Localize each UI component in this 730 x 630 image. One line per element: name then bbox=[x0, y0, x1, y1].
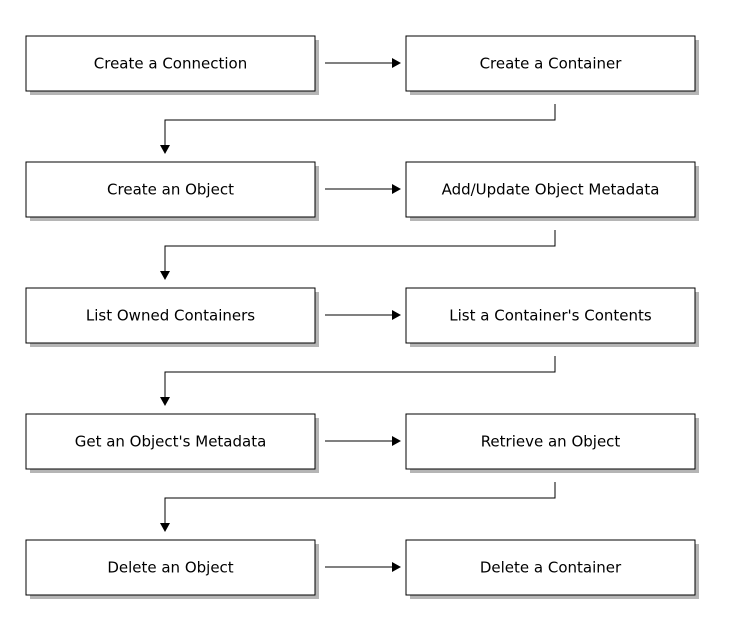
arrowhead bbox=[160, 145, 170, 154]
flow-edge bbox=[160, 356, 556, 406]
arrowhead bbox=[392, 436, 401, 446]
flow-edge bbox=[325, 562, 401, 572]
arrowhead bbox=[392, 310, 401, 320]
node-label: List Owned Containers bbox=[86, 307, 255, 325]
arrowhead bbox=[392, 562, 401, 572]
flow-edge bbox=[160, 104, 556, 154]
node-label: Retrieve an Object bbox=[481, 433, 621, 451]
flow-node-retrieve-an-object: Retrieve an Object bbox=[405, 413, 699, 473]
flow-edge bbox=[325, 58, 401, 68]
edge-line bbox=[164, 356, 556, 397]
node-box bbox=[25, 161, 316, 218]
edge-line bbox=[164, 482, 556, 523]
node-box bbox=[25, 287, 316, 344]
node-box bbox=[25, 539, 316, 596]
arrowhead bbox=[160, 397, 170, 406]
node-box bbox=[405, 161, 696, 218]
flow-node-delete-an-object: Delete an Object bbox=[25, 539, 319, 599]
flow-node-create-an-object: Create an Object bbox=[25, 161, 319, 221]
arrowhead bbox=[392, 184, 401, 194]
edge-line bbox=[164, 230, 556, 271]
node-label: List a Container's Contents bbox=[449, 307, 652, 325]
node-box bbox=[25, 413, 316, 470]
flow-node-create-a-container: Create a Container bbox=[405, 35, 699, 95]
node-label: Delete a Container bbox=[480, 559, 622, 577]
flow-node-delete-a-container: Delete a Container bbox=[405, 539, 699, 599]
node-label: Add/Update Object Metadata bbox=[442, 181, 660, 199]
flow-edge bbox=[325, 436, 401, 446]
arrowhead bbox=[160, 523, 170, 532]
node-label: Get an Object's Metadata bbox=[75, 433, 267, 451]
node-box bbox=[405, 35, 696, 92]
flow-node-create-a-connection: Create a Connection bbox=[25, 35, 319, 95]
node-box bbox=[405, 413, 696, 470]
arrowhead bbox=[160, 271, 170, 280]
flow-node-list-owned-containers: List Owned Containers bbox=[25, 287, 319, 347]
arrowhead bbox=[392, 58, 401, 68]
flow-node-list-a-container-s-contents: List a Container's Contents bbox=[405, 287, 699, 347]
node-label: Delete an Object bbox=[107, 559, 233, 577]
node-box bbox=[405, 539, 696, 596]
flow-edge bbox=[325, 310, 401, 320]
flow-node-add-update-object-metadata: Add/Update Object Metadata bbox=[405, 161, 699, 221]
flow-edge bbox=[160, 230, 556, 280]
node-box bbox=[25, 35, 316, 92]
node-label: Create a Connection bbox=[94, 55, 247, 73]
node-label: Create a Container bbox=[480, 55, 623, 73]
flow-edge bbox=[160, 482, 556, 532]
edge-line bbox=[164, 104, 556, 145]
node-box bbox=[405, 287, 696, 344]
flow-edge bbox=[325, 184, 401, 194]
node-label: Create an Object bbox=[107, 181, 234, 199]
edges-layer bbox=[160, 58, 556, 572]
flow-node-get-an-object-s-metadata: Get an Object's Metadata bbox=[25, 413, 319, 473]
nodes-layer: Create a Connection Create a ContainerCre… bbox=[25, 35, 699, 599]
